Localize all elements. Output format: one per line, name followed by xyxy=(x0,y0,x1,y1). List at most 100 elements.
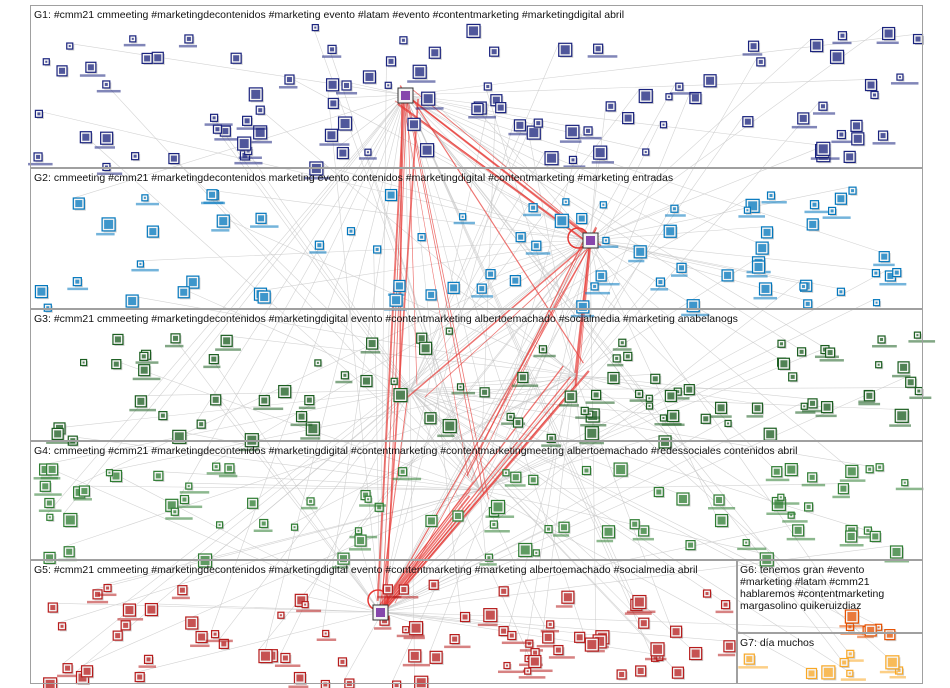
node xyxy=(541,433,562,447)
node xyxy=(518,667,546,679)
node-label-mark xyxy=(451,391,476,395)
node xyxy=(451,383,476,395)
node-label-mark xyxy=(650,288,669,291)
node-label-mark xyxy=(403,636,425,640)
node xyxy=(425,289,438,302)
edge xyxy=(63,94,406,514)
node xyxy=(669,625,684,639)
node-label-mark xyxy=(204,123,233,126)
node-label-mark xyxy=(715,610,734,614)
node-label-mark xyxy=(303,176,330,180)
node xyxy=(129,395,156,412)
node xyxy=(812,101,836,115)
node xyxy=(396,626,425,638)
group-g2-label: G2: cmmeeting #cmm21 #marketingdeconteni… xyxy=(34,172,674,184)
node-label-mark xyxy=(179,491,210,494)
node xyxy=(596,236,619,248)
node xyxy=(664,389,678,403)
edge xyxy=(62,239,591,664)
edge xyxy=(409,389,530,656)
node xyxy=(485,269,497,281)
node xyxy=(895,479,924,491)
node xyxy=(253,394,284,411)
edge xyxy=(379,524,793,613)
node-label-mark xyxy=(555,605,573,608)
node xyxy=(872,130,896,145)
node xyxy=(782,511,808,523)
edge xyxy=(409,389,876,625)
node xyxy=(819,347,844,362)
node-label-mark xyxy=(336,91,358,95)
node xyxy=(316,629,337,641)
node-label-mark xyxy=(782,520,808,523)
node xyxy=(80,358,89,368)
hub-edge xyxy=(405,96,485,495)
edge xyxy=(328,94,406,99)
node xyxy=(663,224,678,239)
node-label-mark xyxy=(274,664,301,667)
node xyxy=(558,42,574,58)
node-label-mark xyxy=(331,566,349,569)
node xyxy=(579,426,604,445)
node xyxy=(390,377,399,386)
node xyxy=(290,410,313,427)
node xyxy=(407,117,422,132)
node xyxy=(851,132,866,147)
node xyxy=(815,401,837,418)
node xyxy=(419,341,434,356)
node-label-mark xyxy=(832,495,850,499)
node-label-mark xyxy=(753,296,778,300)
node-label-mark xyxy=(771,502,800,505)
node xyxy=(250,212,279,228)
node xyxy=(765,466,790,482)
edge xyxy=(404,94,647,396)
node-label-mark xyxy=(839,625,869,628)
hub-edge xyxy=(470,237,588,481)
node xyxy=(858,390,881,406)
node xyxy=(553,521,571,537)
node-label-mark xyxy=(580,423,607,427)
node xyxy=(875,361,884,370)
edge xyxy=(280,389,411,654)
node xyxy=(236,115,267,130)
group-g3-label: G3: #cmm21 cmmeeting #marketingdeconteni… xyxy=(34,313,738,325)
node xyxy=(57,663,84,678)
node-label-mark xyxy=(96,172,123,175)
node xyxy=(190,630,210,648)
node xyxy=(46,427,76,444)
node xyxy=(645,402,654,411)
node-label-mark xyxy=(190,644,210,648)
node xyxy=(632,525,654,541)
edge xyxy=(213,125,481,491)
node xyxy=(671,262,688,277)
node xyxy=(578,126,602,140)
node xyxy=(559,124,582,143)
node xyxy=(34,109,44,119)
edge xyxy=(404,94,847,466)
node-label-mark xyxy=(890,82,919,85)
node-label-mark xyxy=(358,157,377,160)
node xyxy=(96,80,121,93)
node-label-mark xyxy=(738,666,768,669)
node-label-mark xyxy=(761,201,787,204)
node xyxy=(839,609,869,628)
node xyxy=(528,474,540,486)
node-label-mark xyxy=(585,401,615,404)
node xyxy=(28,152,53,166)
hub-node xyxy=(397,87,414,104)
node xyxy=(204,113,233,126)
node xyxy=(358,148,377,160)
node xyxy=(210,394,223,407)
node xyxy=(247,497,260,510)
node xyxy=(563,155,586,168)
node xyxy=(185,616,200,631)
node xyxy=(522,654,553,673)
node-label-mark xyxy=(858,402,881,406)
node xyxy=(872,335,897,348)
node xyxy=(42,58,51,67)
node xyxy=(215,521,225,530)
node xyxy=(112,630,124,642)
node xyxy=(174,494,203,509)
edge xyxy=(76,389,411,672)
node xyxy=(309,240,327,254)
